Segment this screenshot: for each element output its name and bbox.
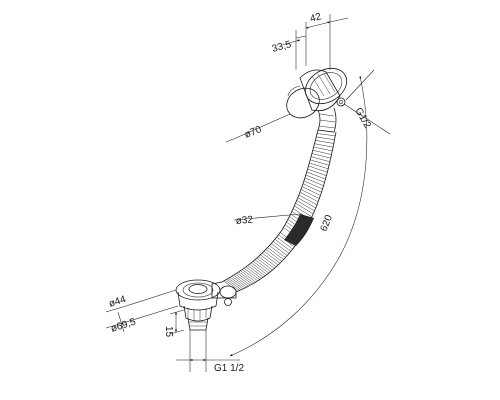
dim-label-o44: ø44 [108, 294, 128, 310]
hose-rib [317, 133, 336, 137]
hose-rib [228, 278, 244, 290]
hose-rib [263, 251, 281, 264]
hose-rib [313, 146, 333, 152]
dim-label-15: 15 [163, 326, 174, 338]
hose-rib [265, 249, 282, 262]
hose-rib [308, 165, 328, 173]
hose-rib [306, 171, 326, 180]
dimension-lines [105, 14, 391, 372]
waste-plug-assembly [175, 279, 237, 331]
corrugated-hose [221, 129, 337, 293]
hose-rib [260, 254, 277, 267]
hose-rib [309, 162, 329, 170]
hose-rib [305, 174, 325, 183]
hose-rib [256, 257, 273, 271]
hose-rib [230, 277, 246, 289]
hose-rib [233, 275, 249, 287]
hose-rib [271, 243, 288, 256]
dim-label-33-5: 33,5 [271, 39, 293, 55]
dim-label-g1-2-top: G1/2 [352, 106, 373, 131]
hose-rib [267, 247, 284, 260]
hose-rib [316, 136, 335, 140]
dim-label-o70: ø70 [243, 124, 264, 141]
hose-rib [307, 168, 327, 176]
hose-rib [272, 241, 290, 254]
hose-rib [225, 280, 240, 291]
hose-rib [269, 245, 286, 258]
hose-rib [236, 272, 253, 285]
dim-label-42: 42 [309, 11, 323, 25]
overflow-head [286, 67, 348, 133]
hose-rib [231, 276, 247, 288]
hose-rib [262, 252, 279, 266]
dim-label-620: 620 [319, 213, 336, 233]
hose-rib [235, 273, 251, 286]
dim-label-o69-5: ø69,5 [110, 316, 138, 334]
hose-rib [315, 140, 334, 144]
hose-rib [258, 256, 275, 269]
hose-rib [312, 150, 332, 155]
dim-label-o32: ø32 [235, 214, 254, 226]
hose-rib [301, 186, 321, 196]
hose-rib [314, 143, 334, 148]
hose-rib [304, 177, 324, 186]
hose-rib [238, 271, 255, 284]
hose-rib [302, 183, 322, 193]
hose-rib [303, 180, 323, 190]
dim-label-g1-1-2: G1 1/2 [214, 363, 244, 374]
